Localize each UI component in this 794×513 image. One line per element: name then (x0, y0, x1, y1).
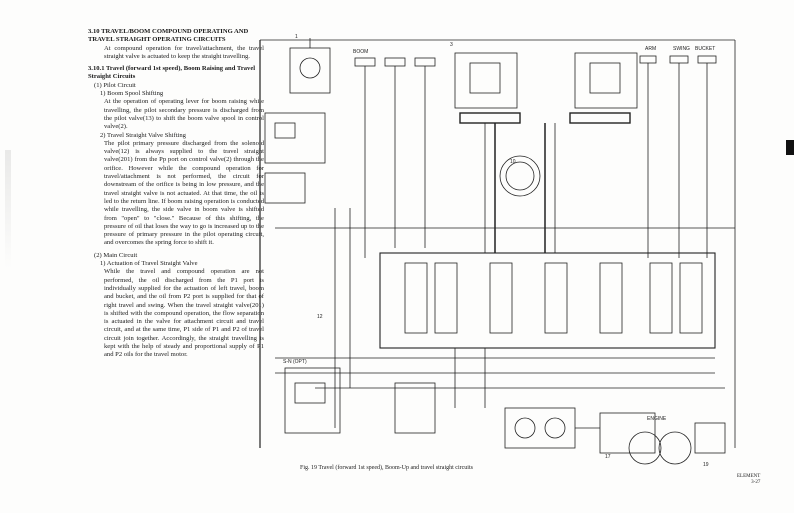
engine-block (599, 412, 656, 454)
num-19: 19 (703, 462, 709, 468)
arm-label: ARM (645, 46, 656, 52)
pilot-circuit-heading: (1) Pilot Circuit (94, 81, 136, 89)
right-travel-motor (574, 52, 638, 109)
boom-label: BOOM (353, 49, 368, 55)
scan-shadow (5, 150, 11, 270)
actuation-heading: 1) Actuation of Travel Straight Valve (100, 260, 198, 268)
index-tab (786, 140, 794, 155)
left-travel-motor (454, 52, 518, 109)
hydraulic-circuit-diagram: ARM SWING BOOM BUCKET ENGINE S-N (OPT) 1… (259, 34, 736, 468)
actuation-body: While the travel and compound operation … (104, 268, 264, 359)
opt-label: S-N (OPT) (283, 359, 307, 365)
num-17: 17 (605, 454, 611, 460)
num-3: 3 (450, 42, 453, 48)
engine-label: ENGINE (647, 416, 667, 422)
pilot-valve-box (289, 47, 331, 94)
intro-paragraph: At compound operation for travel/attachm… (104, 44, 264, 60)
pilot-valve-symbol (299, 57, 321, 79)
boom-spool-body: At the operation of operating lever for … (104, 98, 264, 131)
travel-straight-heading: 2) Travel Straight Valve Shifting (100, 131, 186, 139)
subsection-heading: 3.10.1 Travel (forward 1st speed), Boom … (88, 65, 256, 81)
pump-unit (504, 407, 576, 449)
num-12: 12 (317, 314, 323, 320)
control-valve (379, 252, 716, 349)
bucket-label: BUCKET (695, 46, 715, 52)
solenoid-valve (284, 367, 341, 434)
swivel-joint (499, 155, 541, 197)
boom-spool-heading: 1) Boom Spool Shifting (100, 90, 164, 98)
travel-straight-body: The pilot primary pressure discharged fr… (104, 139, 264, 247)
swing-label: SWING (673, 46, 690, 52)
num-10: 10 (510, 159, 516, 165)
page-reference: ELEMENT 3-27 (737, 474, 760, 486)
main-circuit-heading: (2) Main Circuit (94, 251, 138, 259)
page-ref-line1: ELEMENT (737, 474, 761, 479)
section-heading: 3.10 TRAVEL/BOOM COMPOUND OPERATING AND … (88, 28, 249, 44)
page-number: 3-27 (751, 480, 761, 485)
num-1: 1 (295, 34, 298, 40)
text-column: 3.10 TRAVEL/BOOM COMPOUND OPERATING AND … (88, 28, 264, 360)
figure-caption: Fig. 19 Travel (forward 1st speed), Boom… (300, 465, 473, 471)
